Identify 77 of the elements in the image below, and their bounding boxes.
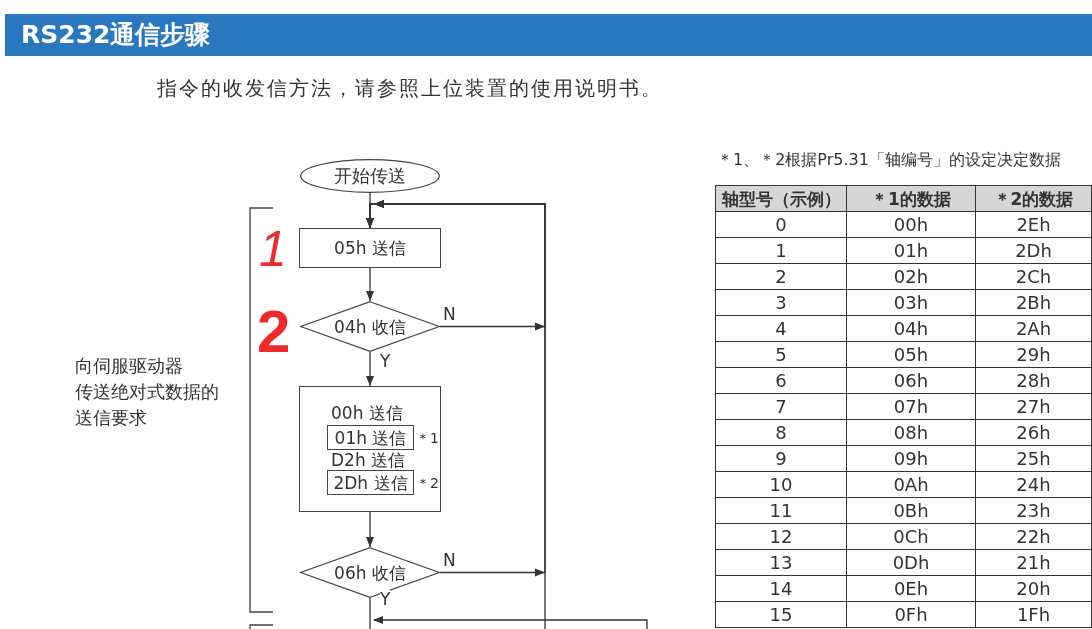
table-cell: 0Eh (846, 575, 976, 602)
table-cell: 09h (846, 445, 976, 472)
table-cell: 0Dh (846, 549, 976, 576)
table-cell: 2Dh (975, 237, 1092, 264)
table-cell: 5 (715, 341, 847, 368)
table-cell: 26h (975, 419, 1092, 446)
start-terminal (300, 159, 440, 193)
table-cell: 28h (975, 367, 1092, 394)
table-cell: 01h (846, 237, 976, 264)
step-label: 01h 送信 (334, 427, 407, 448)
table-cell: 2Eh (975, 211, 1092, 238)
table-cell: 8 (715, 419, 847, 446)
table-cell: 07h (846, 393, 976, 420)
decision-diamond (300, 301, 440, 352)
table-cell: 04h (846, 315, 976, 342)
table-cell: 2 (715, 263, 847, 290)
table-cell: 02h (846, 263, 976, 290)
table-cell: 2Bh (975, 289, 1092, 316)
process-box (327, 470, 414, 495)
footnote-mark: ＊2 (416, 474, 439, 492)
process-box (299, 228, 441, 268)
table-cell: 06h (846, 367, 976, 394)
table-cell: 0Fh (846, 601, 976, 628)
table-cell: 14 (715, 575, 847, 602)
footnote-text: ＊1、＊2根据Pr5.31「轴编号」的设定决定数据 (717, 150, 1061, 170)
table-cell: 2Ah (975, 315, 1092, 342)
header-cell: ＊2的数据 (975, 185, 1092, 212)
table-cell: 0 (715, 211, 847, 238)
table-cell: 2Ch (975, 263, 1092, 290)
bracket-label: 向伺服驱动器传送绝对式数据的送信要求 (75, 354, 219, 430)
table-cell: 15 (715, 601, 847, 628)
table-cell: 20h (975, 575, 1092, 602)
table-cell: 22h (975, 523, 1092, 550)
flow-line (369, 597, 371, 629)
table-cell: 25h (975, 445, 1092, 472)
arrow (366, 511, 374, 548)
table-cell: 29h (975, 341, 1092, 368)
table-cell: 0Bh (846, 497, 976, 524)
table-cell: 03h (846, 289, 976, 316)
table-cell: 3 (715, 289, 847, 316)
handwritten-number: 1 (259, 224, 287, 274)
title: RS232通信步骤 (21, 20, 211, 50)
terminal-label: 开始传送 (334, 166, 406, 186)
table-cell: 21h (975, 549, 1092, 576)
table-cell: 23h (975, 497, 1092, 524)
table-cell: 6 (715, 367, 847, 394)
table-cell: 13 (715, 549, 847, 576)
table-cell: 27h (975, 393, 1092, 420)
arrow (366, 267, 374, 302)
condition-label: 06h 收信 (334, 562, 406, 583)
table-cell: 10 (715, 471, 847, 498)
step-label: 05h 送信 (334, 238, 406, 258)
table-cell: 4 (715, 315, 847, 342)
arrow (366, 351, 374, 387)
table-cell: 08h (846, 419, 976, 446)
table-cell: 11 (715, 497, 847, 524)
process-box (327, 425, 414, 450)
table-cell: 7 (715, 393, 847, 420)
table-cell: 0Ch (846, 523, 976, 550)
table-cell: 1Fh (975, 601, 1092, 628)
condition-label: 04h 收信 (334, 316, 406, 337)
table-cell: 9 (715, 445, 847, 472)
step-label: D2h 送信 (331, 450, 406, 470)
instruction-text: 指令的收发信方法，请参照上位装置的使用说明书。 (157, 76, 663, 100)
step-label: 00h 送信 (331, 403, 403, 423)
table-cell: 0Ah (846, 471, 976, 498)
handwritten-number: 2 (257, 302, 291, 362)
table-cell: 24h (975, 471, 1092, 498)
header-cell: 轴型号（示例） (715, 185, 847, 212)
footnote-mark: ＊1 (416, 429, 439, 447)
table-cell: 00h (846, 211, 976, 238)
process-box (299, 386, 441, 512)
step-label: 2Dh 送信 (333, 472, 408, 493)
table-cell: 05h (846, 341, 976, 368)
table-cell: 12 (715, 523, 847, 550)
table-cell: 1 (715, 237, 847, 264)
header-cell: ＊1的数据 (846, 185, 976, 212)
